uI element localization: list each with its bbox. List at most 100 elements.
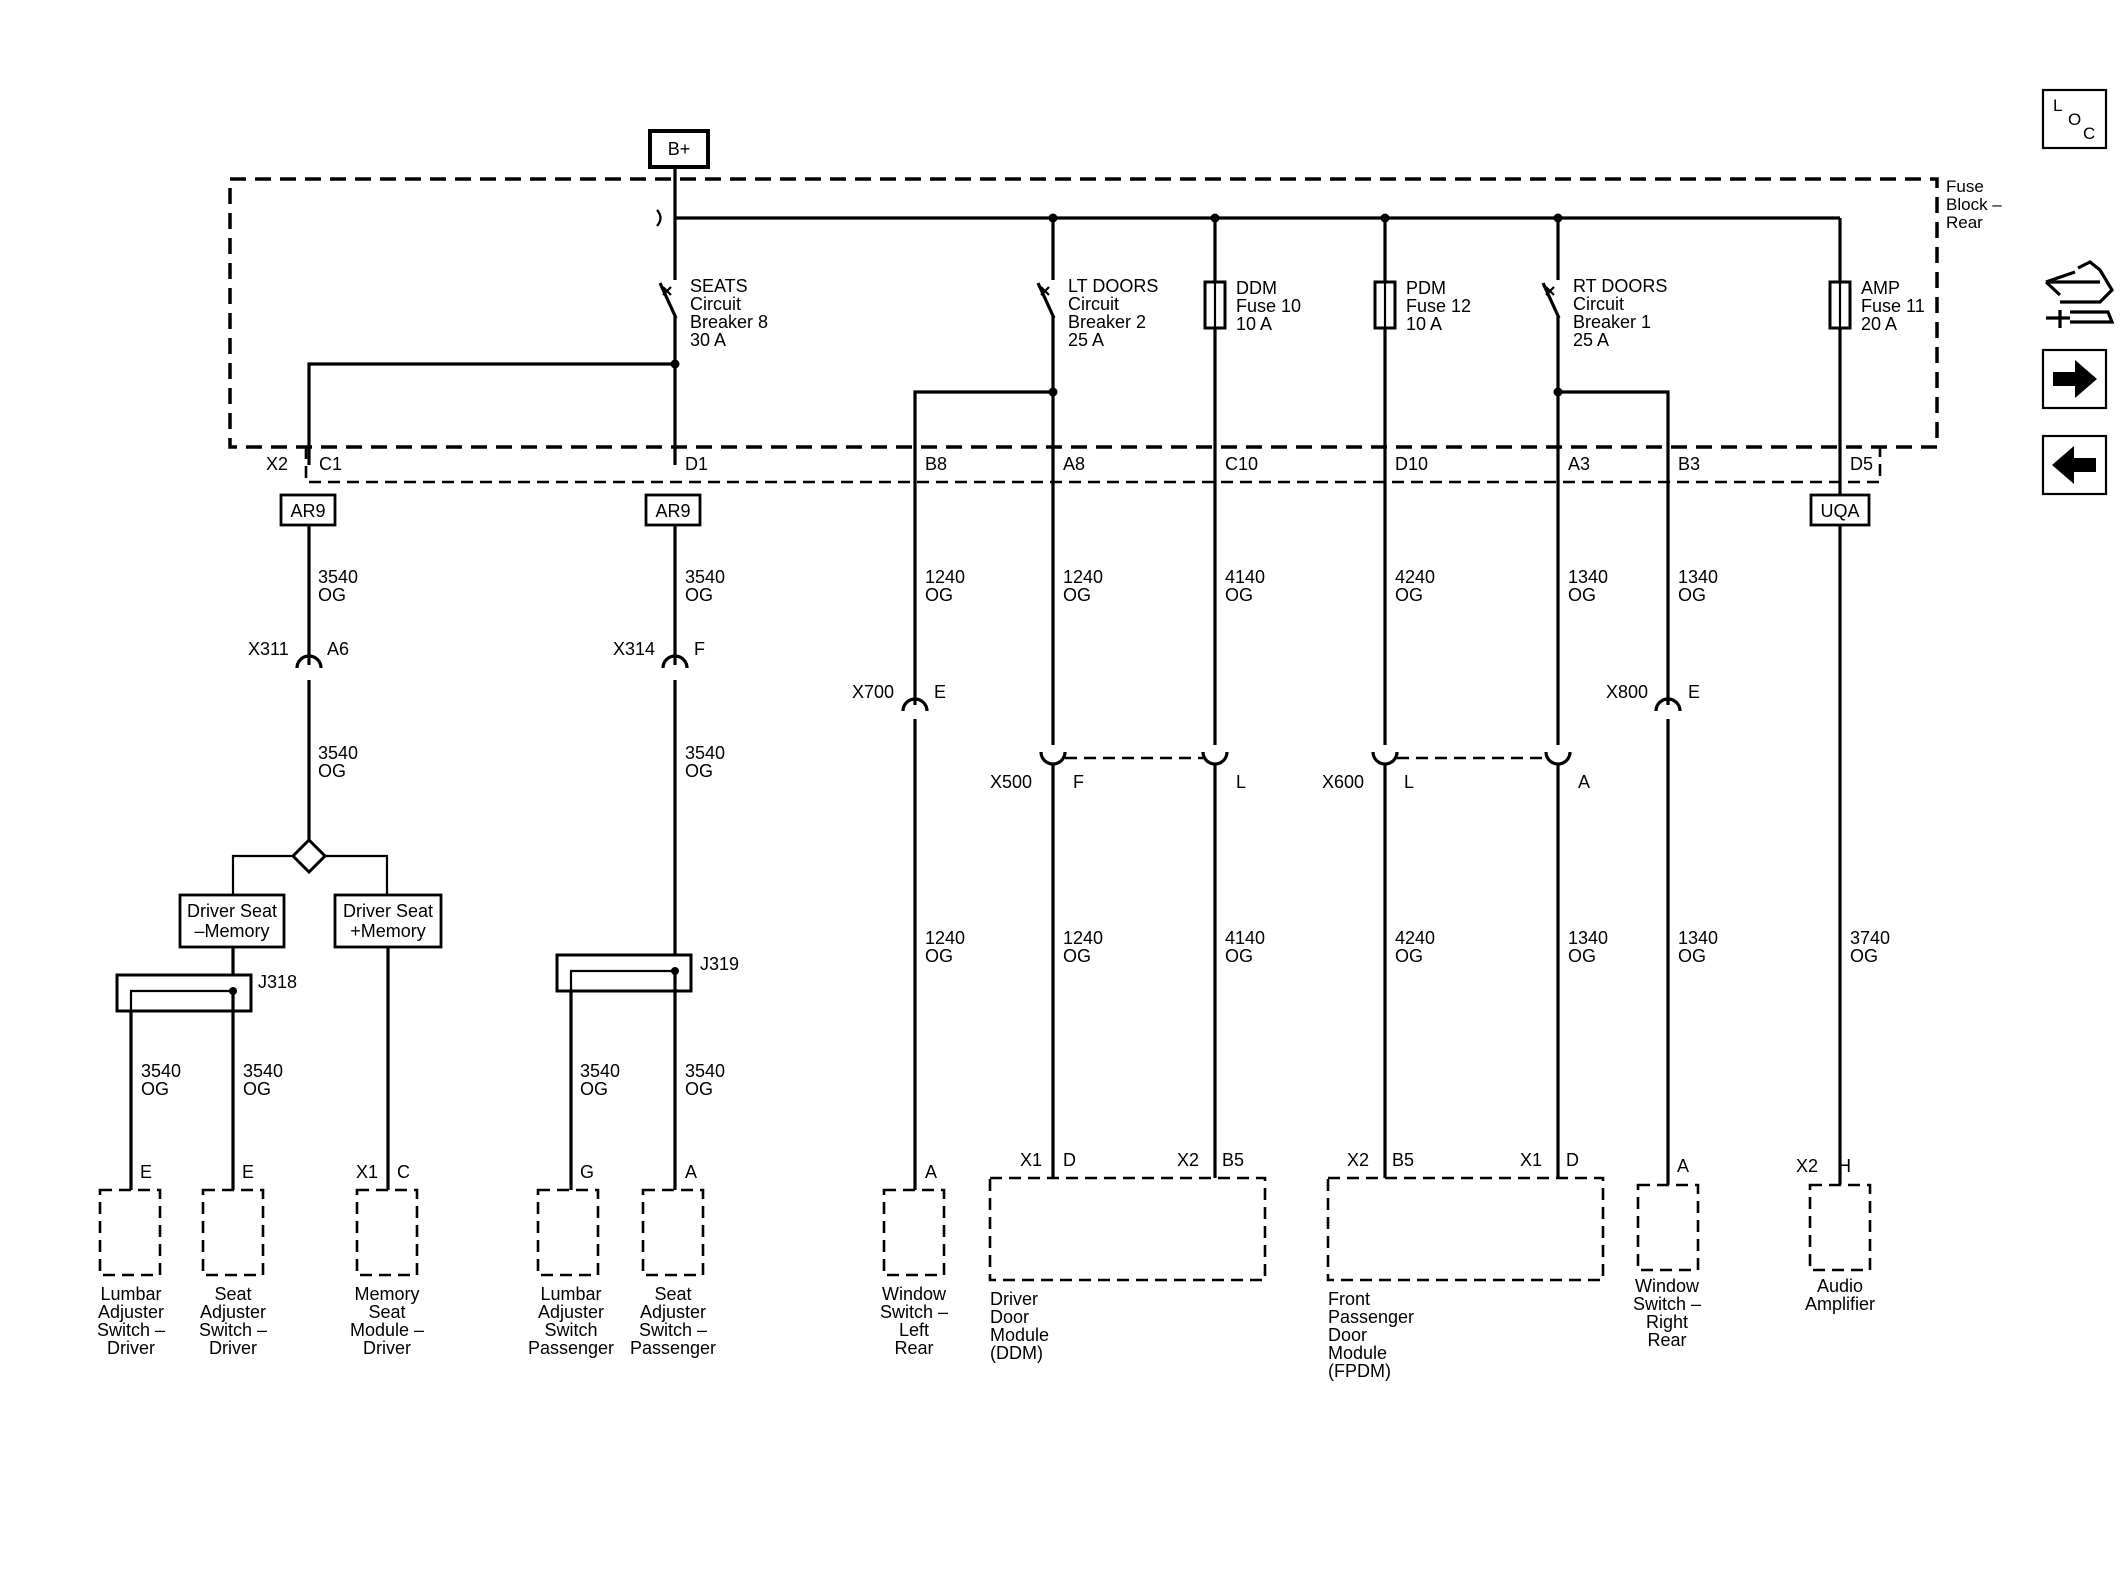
component-name-line: Adjuster (640, 1302, 706, 1322)
x314-connector-symbol (661, 654, 689, 669)
component-name-line: Amplifier (1805, 1294, 1875, 1314)
j319-label: J319 (700, 954, 739, 974)
component-name-line: Passenger (1328, 1307, 1414, 1327)
next-page-button[interactable] (2041, 348, 2108, 410)
x500-connector-symbol-2 (1201, 751, 1229, 766)
window-switch-right-rear (1636, 1183, 1700, 1272)
pdm-fuse-rating: 10 A (1406, 314, 1442, 334)
window-switch-left-rear (882, 1188, 946, 1277)
component-name-line: Passenger (528, 1338, 614, 1358)
component-name-line: Switch – (639, 1320, 707, 1340)
block-pin-c10: C10 (1225, 454, 1258, 474)
previous-page-button[interactable] (2041, 434, 2108, 496)
x700-connector-symbol (901, 697, 929, 712)
component-name-line: Lumbar (540, 1284, 601, 1304)
fuse-block-label-1: Fuse (1946, 177, 1984, 196)
splice-ar9-left-label: AR9 (290, 501, 325, 521)
component-name-line: Driver (363, 1338, 411, 1358)
fuse-block-label-2: Block – (1946, 195, 2002, 214)
wire-1340-label: 1340 (1678, 567, 1718, 587)
ddm-name: Driver Door Module (DDM) (990, 1289, 1049, 1363)
component-name-line: Window (1635, 1276, 1700, 1296)
seat-passenger-name: Seat Adjuster Switch – Passenger (630, 1284, 716, 1358)
component-name-line: Switch – (199, 1320, 267, 1340)
component-name-line: Front (1328, 1289, 1370, 1309)
component-name-line: Module (1328, 1343, 1387, 1363)
block-pin-a3: A3 (1568, 454, 1590, 474)
x500-connector-symbol (1039, 751, 1067, 766)
x500-pin-f: F (1073, 772, 1084, 792)
j318-junction (115, 973, 253, 1013)
component-name-line: Module (990, 1325, 1049, 1345)
wire-3540-color: OG (141, 1079, 169, 1099)
block-pin-b3: B3 (1678, 454, 1700, 474)
lt-doors-branch-node (1048, 387, 1058, 397)
component-name-line: Door (1328, 1325, 1367, 1345)
location-button[interactable]: L O C (2041, 88, 2108, 150)
seats-cb-rating: 30 A (690, 330, 726, 350)
wire-3540-label: 3540 (318, 567, 358, 587)
x600-pin-l: L (1404, 772, 1414, 792)
component-name-line: Module – (350, 1320, 424, 1340)
pin-h-amp: H (1838, 1156, 1851, 1176)
seat-driver-name: Seat Adjuster Switch – Driver (199, 1284, 267, 1358)
pin-g-lumbar-pass: G (580, 1162, 594, 1182)
x700-pin: E (934, 682, 946, 702)
x314-pin: F (694, 639, 705, 659)
loc-c: C (2083, 124, 2095, 143)
wire-4240-label: 4240 (1395, 928, 1435, 948)
conn-x2-amp: X2 (1796, 1156, 1818, 1176)
amp-fuse-label: AMP (1861, 278, 1900, 298)
audio-amp-name: Audio Amplifier (1805, 1276, 1875, 1314)
lumbar-driver-name: Lumbar Adjuster Switch – Driver (97, 1284, 165, 1358)
ddm-fuse-label: DDM (1236, 278, 1277, 298)
component-name-line: Door (990, 1307, 1029, 1327)
rt-doors-cb-label: RT DOORS (1573, 276, 1667, 296)
wire-1340-color: OG (1568, 946, 1596, 966)
wire-4140-label: 4140 (1225, 928, 1265, 948)
x600-label: X600 (1322, 772, 1364, 792)
component-name-line: Switch – (97, 1320, 165, 1340)
wire-1240-color: OG (1063, 946, 1091, 966)
fuse-block-rear-outline (228, 177, 1939, 484)
seats-branch-wire (307, 362, 675, 465)
seats-cb-type: Circuit (690, 294, 741, 314)
fpdm-name: Front Passenger Door Module (FPDM) (1328, 1289, 1414, 1381)
component-name-line: Lumbar (100, 1284, 161, 1304)
pin-d-fpdm: D (1566, 1150, 1579, 1170)
block-pin-d1: D1 (685, 454, 708, 474)
battery-positive-box: B+ (648, 129, 710, 169)
option-label: +Memory (350, 921, 426, 941)
wire-1240-color: OG (925, 946, 953, 966)
option-branch-left (231, 854, 293, 895)
conn-x1-fpdm: X1 (1520, 1150, 1542, 1170)
arrow-left-icon (2052, 446, 2096, 484)
x700-label: X700 (852, 682, 894, 702)
harness-connector-icon[interactable] (2044, 260, 2115, 328)
x800-label: X800 (1606, 682, 1648, 702)
wire-4140-label: 4140 (1225, 567, 1265, 587)
rt-doors-branch-node (1553, 387, 1563, 397)
seats-cb-label: SEATS (690, 276, 748, 296)
x800-pin: E (1688, 682, 1700, 702)
rt-doors-cb-rating: 25 A (1573, 330, 1609, 350)
lt-doors-cb-number: Breaker 2 (1068, 312, 1146, 332)
component-name-line: Adjuster (98, 1302, 164, 1322)
block-pin-a8: A8 (1063, 454, 1085, 474)
pin-a-window-rr: A (1677, 1156, 1689, 1176)
memory-module-name: Memory Seat Module – Driver (350, 1284, 424, 1358)
lumbar-adjuster-switch-driver (98, 1188, 162, 1277)
x600-pin-a: A (1578, 772, 1590, 792)
wire-3540-color: OG (318, 585, 346, 605)
window-lr-name: Window Switch – Left Rear (880, 1284, 948, 1358)
option-driver-seat-minus-memory: Driver Seat –Memory (178, 893, 286, 949)
component-name-line: Rear (1647, 1330, 1686, 1350)
seats-circuit-breaker (658, 218, 678, 465)
component-name-line: Driver (990, 1289, 1038, 1309)
rt-doors-branch-wire (1558, 390, 1670, 705)
pin-b5-ddm: B5 (1222, 1150, 1244, 1170)
wire-1240-label: 1240 (925, 928, 965, 948)
component-name-line: Seat (654, 1284, 691, 1304)
pin-e-seat-driver: E (242, 1162, 254, 1182)
